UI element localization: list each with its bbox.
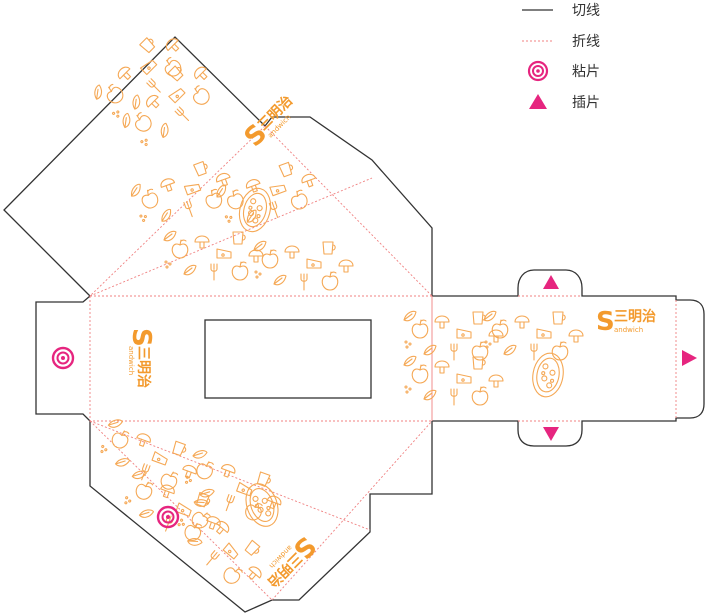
pizza-right-icon [528, 350, 568, 400]
legend-fold-label: 折线 [572, 34, 600, 50]
doodle-bottom-panel-b [168, 495, 275, 596]
brand-logo-bottom: S 三明治 andwich [264, 530, 321, 591]
bottom-right-fold [271, 420, 433, 601]
glue-mark-bottom-icon [156, 505, 180, 529]
insert-mark-top-icon [543, 275, 559, 289]
cut-outline [3, 36, 705, 613]
brand-letter: S [126, 328, 156, 347]
bottom-panel-cut [89, 421, 433, 613]
doodle-right-panel-a [404, 311, 583, 360]
legend-glue-label: 粘片 [572, 64, 600, 80]
glue-mark-left-icon [51, 346, 75, 370]
doodle-top-left-flap [90, 23, 223, 156]
doodle-bottom-panel-a [81, 417, 289, 565]
window-cut [204, 319, 372, 399]
left-glue-tab-cut [35, 295, 91, 422]
glue-target-icon [527, 60, 549, 82]
fold-lines [89, 125, 677, 601]
top-left-flap-cut [3, 36, 266, 297]
brand-logo-top: S 三明治 andwich [239, 92, 296, 153]
brand-name-en: andwich [127, 346, 135, 375]
top-panel-cut [264, 116, 433, 296]
legend-insert-tab: 插片 [529, 94, 600, 111]
doodle-top-panel-a [129, 127, 324, 262]
legend-insert-label: 插片 [572, 95, 600, 111]
main-panel-fold [89, 295, 433, 422]
legend-cut-label: 切线 [572, 3, 600, 19]
insert-mark-bottom-icon [543, 427, 559, 441]
legend-glue-tab: 粘片 [527, 60, 600, 82]
insert-mark-right-icon [682, 350, 697, 366]
doodle-artwork [81, 23, 583, 596]
brand-logo-right: S 三明治 andwich [596, 307, 656, 337]
insert-triangle-icon [529, 94, 547, 109]
brand-name-en: andwich [614, 326, 643, 334]
brand-name-cn: 三明治 [135, 346, 152, 388]
brand-logo-main: S 三明治 andwich [126, 328, 156, 388]
top-inner-fold-a [89, 177, 373, 297]
top-left-diagonal-fold [89, 125, 266, 297]
legend: 切线 折线 粘片 插片 [522, 3, 600, 111]
brand-name-cn: 三明治 [614, 308, 656, 325]
legend-cut-line: 切线 [522, 3, 600, 19]
bottom-inner-fold [89, 420, 371, 531]
legend-fold-line: 折线 [522, 34, 600, 50]
doodle-top-panel-b [164, 231, 353, 290]
brand-letter: S [596, 307, 615, 337]
right-panel-cut [432, 269, 705, 447]
doodle-right-panel-b [404, 356, 503, 405]
